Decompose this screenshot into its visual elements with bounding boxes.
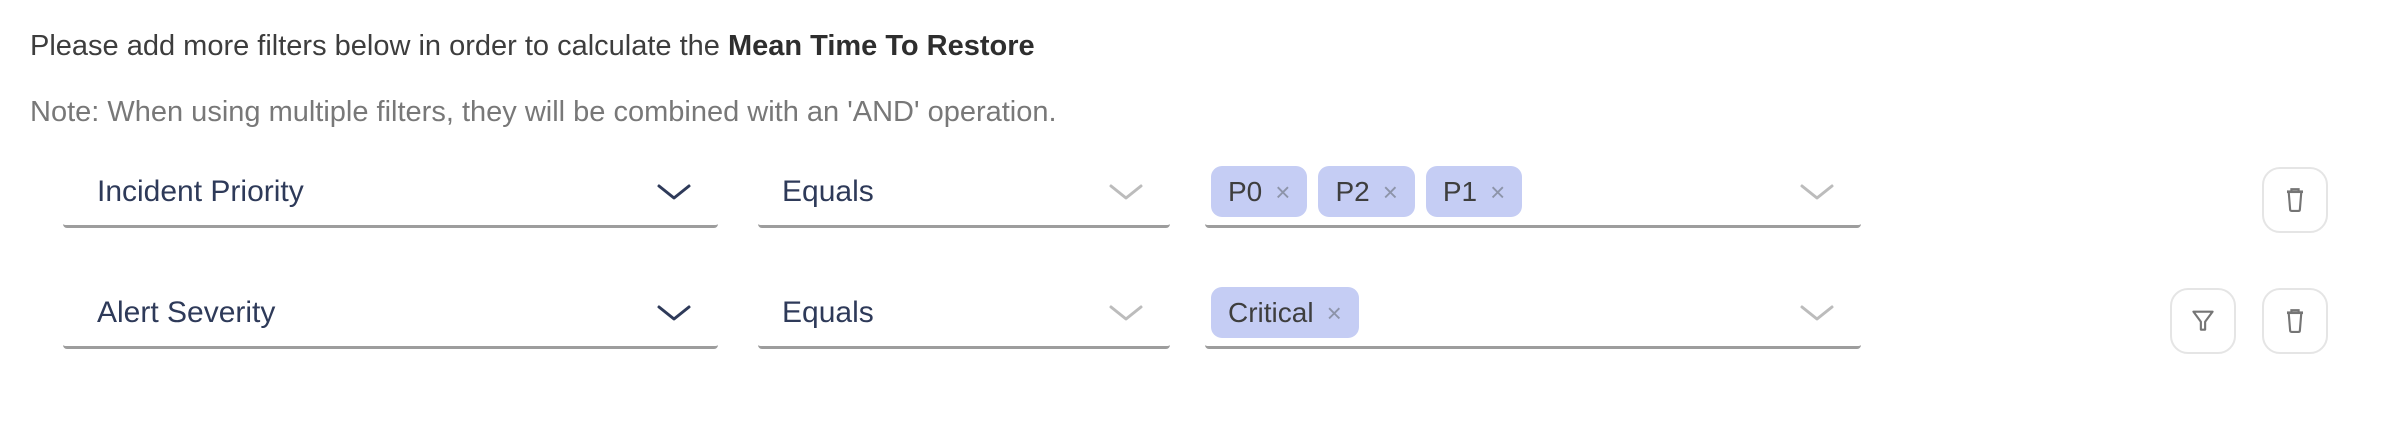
- value-chip: P0 ×: [1211, 166, 1308, 217]
- chip-label: P2: [1335, 175, 1370, 207]
- filters-note: Note: When using multiple filters, they …: [30, 96, 1057, 128]
- chevron-down-icon: [1109, 184, 1143, 199]
- chip-remove-icon[interactable]: ×: [1382, 176, 1398, 207]
- filter-row-1: Incident Priority Equals P0 × P2 × P1 ×: [0, 158, 2408, 233]
- chevron-down-icon: [1800, 305, 1834, 320]
- row-actions: [2262, 167, 2328, 233]
- chip-remove-icon[interactable]: ×: [1326, 297, 1342, 328]
- chevron-down-icon: [657, 305, 691, 320]
- filter-row-2: Alert Severity Equals Critical ×: [0, 279, 2408, 354]
- operator-select[interactable]: Equals: [758, 279, 1170, 349]
- intro-message: Please add more filters below in order t…: [30, 30, 1035, 63]
- operator-select[interactable]: Equals: [758, 158, 1170, 228]
- metric-name: Mean Time To Restore: [727, 30, 1035, 62]
- operator-value: Equals: [782, 295, 874, 329]
- chip-label: Critical: [1228, 296, 1314, 328]
- trash-icon: [2287, 188, 2303, 213]
- field-select-value: Alert Severity: [97, 295, 276, 329]
- field-select-alert-severity[interactable]: Alert Severity: [63, 279, 718, 349]
- value-chip: P1 ×: [1425, 166, 1523, 217]
- value-chip: P2 ×: [1318, 166, 1415, 217]
- values-multiselect[interactable]: Critical ×: [1205, 279, 1861, 349]
- delete-filter-button[interactable]: [2262, 167, 2328, 233]
- add-filter-button[interactable]: [2170, 288, 2236, 354]
- chip-remove-icon[interactable]: ×: [1275, 176, 1291, 207]
- trash-icon: [2287, 309, 2303, 334]
- values-multiselect[interactable]: P0 × P2 × P1 ×: [1205, 158, 1861, 228]
- field-select-value: Incident Priority: [97, 174, 304, 208]
- field-select-incident-priority[interactable]: Incident Priority: [63, 158, 718, 228]
- chip-label: P1: [1442, 175, 1478, 207]
- chip-label: P0: [1228, 175, 1263, 207]
- chevron-down-icon: [1800, 184, 1834, 199]
- funnel-icon: [2192, 310, 2214, 331]
- value-chip: Critical ×: [1211, 287, 1359, 338]
- chevron-down-icon: [1109, 305, 1143, 320]
- selected-values: P0 × P2 × P1 ×: [1205, 166, 1523, 217]
- selected-values: Critical ×: [1205, 287, 1359, 338]
- operator-value: Equals: [782, 174, 874, 208]
- chevron-down-icon: [657, 184, 691, 199]
- row-actions: [2170, 288, 2328, 354]
- delete-filter-button[interactable]: [2262, 288, 2328, 354]
- intro-prefix: Please add more filters below in order t…: [30, 30, 720, 62]
- chip-remove-icon[interactable]: ×: [1490, 176, 1506, 207]
